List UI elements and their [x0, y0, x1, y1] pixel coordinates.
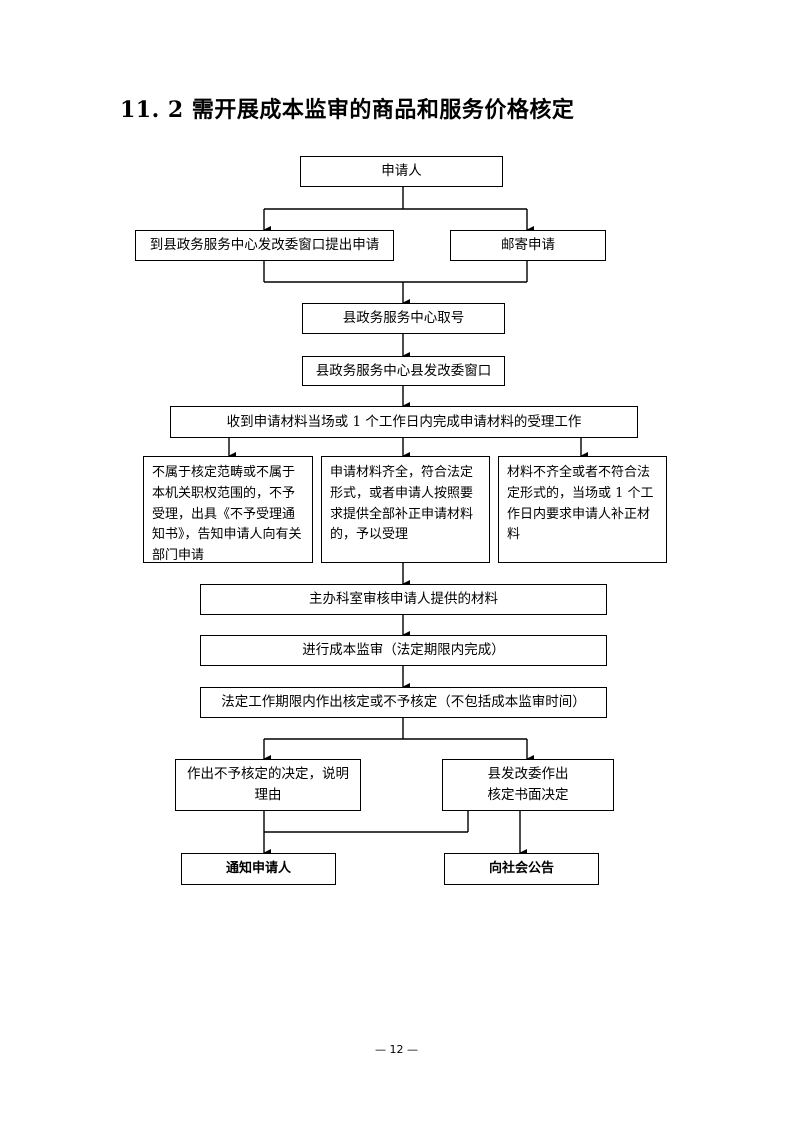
- public-notice-box: 向社会公告: [444, 853, 599, 885]
- not-in-scope-box: 不属于核定范畴或不属于本机关职权范围的，不予受理，出具《不予受理通知书》，告知申…: [143, 456, 313, 563]
- applicant-box: 申请人: [300, 156, 503, 187]
- take-number-box: 县政务服务中心取号: [302, 303, 505, 334]
- decision-box: 法定工作期限内作出核定或不予核定（不包括成本监审时间）: [200, 687, 607, 718]
- window-box: 县政务服务中心县发改委窗口: [302, 356, 505, 386]
- incomplete-materials-box: 材料不齐全或者不符合法定形式的，当场或 1 个工作日内要求申请人补正材料: [498, 456, 667, 563]
- review-box: 主办科室审核申请人提供的材料: [200, 584, 607, 615]
- reject-decision-box: 作出不予核定的决定，说明理由: [175, 759, 361, 811]
- accept-step-box: 收到申请材料当场或 1 个工作日内完成申请材料的受理工作: [170, 406, 638, 438]
- page-title: 11. 2 需开展成本监审的商品和服务价格核定: [120, 97, 575, 123]
- mail-submit-box: 邮寄申请: [450, 230, 606, 261]
- notify-applicant-box: 通知申请人: [181, 853, 336, 885]
- approve-decision-box: 县发改委作出核定书面决定: [442, 759, 614, 811]
- page-number: — 12 —: [375, 1043, 418, 1056]
- complete-materials-box: 申请材料齐全，符合法定形式，或者申请人按照要求提供全部补正申请材料的，予以受理: [321, 456, 490, 563]
- window-submit-box: 到县政务服务中心发改委窗口提出申请: [135, 230, 394, 261]
- cost-audit-box: 进行成本监审（法定期限内完成）: [200, 635, 607, 666]
